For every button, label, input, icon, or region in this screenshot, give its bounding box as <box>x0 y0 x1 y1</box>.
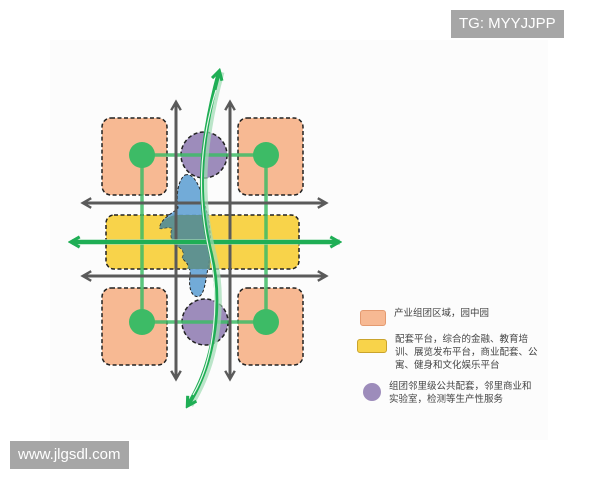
watermark-bottom-left: www.jlgsdl.com <box>10 441 129 469</box>
legend-item-public-facility: 组团邻里级公共配套，邻里商业和实验室，检测等生产性服务 <box>355 380 539 406</box>
legend-label: 组团邻里级公共配套，邻里商业和实验室，检测等生产性服务 <box>389 381 532 405</box>
green-corridor-curved-highlight <box>192 89 217 396</box>
legend-item-industry-cluster: 产业组团区域，园中园 <box>355 307 544 326</box>
green-node-bottom-right <box>253 309 279 335</box>
green-node-bottom-left <box>129 309 155 335</box>
legend-item-service-platform: 配套平台，综合的金融、教育培训、展览发布平台，商业配套、公寓、健身和文化娱乐平台 <box>355 333 545 372</box>
green-corridors <box>72 72 340 405</box>
legend-label: 配套平台，综合的金融、教育培训、展览发布平台，商业配套、公寓、健身和文化娱乐平台 <box>395 334 538 371</box>
yellow-swatch-icon <box>357 339 387 353</box>
green-node-top-right <box>253 142 279 168</box>
orange-swatch-icon <box>360 310 386 326</box>
green-nodes <box>129 142 279 335</box>
green-node-top-left <box>129 142 155 168</box>
legend-label: 产业组团区域，园中园 <box>394 308 490 319</box>
purple-circle-icon <box>363 383 381 401</box>
watermark-top-right: TG: MYYJJPP <box>451 10 564 38</box>
